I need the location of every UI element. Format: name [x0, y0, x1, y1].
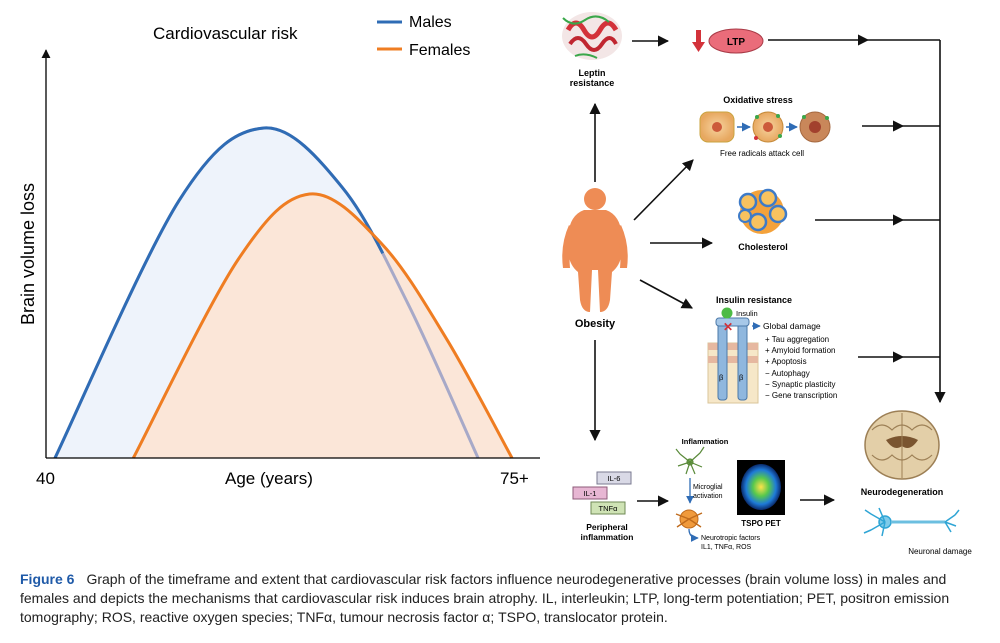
- mechanism-diagram: Leptin resistance LTP Oxidative stress: [562, 12, 972, 556]
- tspo-brain-scan: [741, 464, 781, 510]
- legend: Males Females: [377, 14, 470, 59]
- microglial-label-line1: Microglial: [693, 484, 723, 491]
- leptin-protein-icon: [562, 12, 622, 60]
- obesity-label: Obesity: [575, 318, 616, 330]
- chart-title: Cardiovascular risk: [153, 24, 298, 43]
- effect-item: + Apoptosis: [765, 357, 807, 366]
- females-area: [133, 193, 513, 459]
- oxidative-stress-title: Oxidative stress: [723, 95, 793, 105]
- ltp-decrease-icon: [692, 30, 705, 52]
- cytokine-boxes: [572, 471, 632, 515]
- x-axis-label: Age (years): [225, 469, 313, 488]
- inflammation-title: Inflammation: [682, 437, 729, 446]
- effect-item: + Amyloid formation: [765, 346, 835, 355]
- peripheral-label-line2: inflammation: [581, 532, 634, 542]
- legend-females-label: Females: [409, 42, 470, 59]
- ltp-label: LTP: [727, 37, 745, 48]
- arrow-obesity-oxidative: [633, 159, 694, 221]
- resting-microglia-icon: [675, 446, 705, 475]
- effect-item: + Tau aggregation: [765, 335, 829, 344]
- cytokine-il6: IL-6: [608, 474, 621, 483]
- neuronal-damage-label: Neuronal damage: [908, 547, 972, 556]
- figure-label: Figure 6: [20, 571, 75, 587]
- neuron-icon: [863, 507, 960, 537]
- neurotropic-label-line1: Neurotropic factors: [701, 535, 761, 542]
- insulin-effects-list: + Tau aggregation + Amyloid formation + …: [765, 335, 837, 400]
- peripheral-label-line1: Peripheral: [586, 522, 628, 532]
- males-series-line: [53, 126, 480, 459]
- arrow-obesity-insulin: [639, 279, 693, 309]
- oxidative-caption: Free radicals attack cell: [720, 149, 804, 158]
- beta-label-2: β: [739, 373, 744, 382]
- neurotropic-label-line2: IL1, TNFα, ROS: [701, 544, 752, 551]
- leptin-label-line1: Leptin: [579, 68, 606, 78]
- chart: Cardiovascular risk Brain volume loss Ag…: [18, 14, 540, 488]
- neurodegeneration-label: Neurodegeneration: [861, 487, 944, 497]
- arrow-neurotropic: [688, 528, 699, 542]
- beta-label-1: β: [719, 373, 724, 382]
- tspo-pet-label: TSPO PET: [741, 519, 781, 528]
- effect-item: − Synaptic plasticity: [765, 380, 835, 389]
- microglial-label-line2: activation: [693, 493, 723, 500]
- legend-males-label: Males: [409, 14, 452, 31]
- females-series-line: [132, 192, 514, 459]
- effect-item: − Gene transcription: [765, 391, 837, 400]
- cholesterol-label: Cholesterol: [738, 242, 788, 252]
- leptin-label-line2: resistance: [570, 78, 615, 88]
- ltp-badge: [708, 28, 764, 54]
- svg-text:✕: ✕: [723, 320, 733, 334]
- obesity-figure-icon: [562, 188, 628, 312]
- insulin-label: Insulin: [736, 309, 758, 318]
- caption-text: Graph of the timeframe and extent that c…: [20, 571, 950, 625]
- insulin-resistance-title: Insulin resistance: [716, 295, 792, 305]
- oxidative-cells-icon: [699, 111, 831, 143]
- cytokine-tnfa: TNFα: [599, 504, 619, 513]
- effect-item: − Autophagy: [765, 369, 810, 378]
- cholesterol-icon: [738, 188, 788, 234]
- x-tick-75: 75+: [500, 469, 529, 488]
- x-tick-40: 40: [36, 469, 55, 488]
- cytokine-il1: IL-1: [584, 489, 597, 498]
- insulin-receptor-icon: ✕: [707, 307, 759, 404]
- brain-section-icon: [864, 410, 940, 480]
- global-damage-label: Global damage: [763, 321, 821, 331]
- y-axis-label: Brain volume loss: [18, 183, 38, 325]
- activated-microglia-icon: [675, 509, 703, 529]
